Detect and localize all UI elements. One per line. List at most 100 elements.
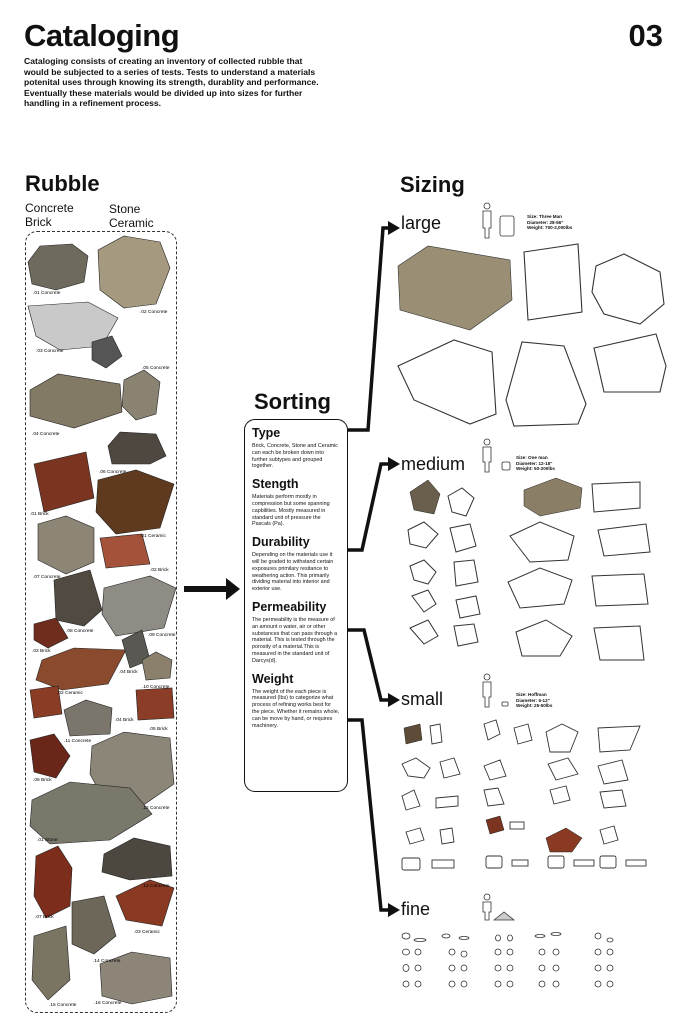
fine-particle <box>495 934 501 942</box>
fine-particle <box>460 980 468 988</box>
small-outline <box>401 757 431 779</box>
rubble-label: .01 Stone <box>37 837 58 843</box>
large-block-photo <box>397 245 513 331</box>
small-outline <box>483 759 507 781</box>
large-outline <box>593 333 667 393</box>
rock-06-concrete <box>107 431 167 465</box>
rock-01-stone <box>29 781 153 845</box>
rubble-label: .07 Brick <box>35 914 54 920</box>
small-outline <box>401 789 421 811</box>
rubble-label: .03 Concrete <box>36 348 64 354</box>
medium-outline <box>409 559 437 585</box>
rock-05-brick <box>135 687 175 721</box>
rock-07-brick <box>33 845 73 919</box>
sorting-to-fine-arrow <box>348 718 392 912</box>
fine-particle <box>494 964 502 972</box>
small-outline <box>401 857 421 871</box>
small-outline <box>483 719 501 741</box>
small-outline <box>439 757 461 779</box>
fine-particle <box>594 964 602 972</box>
rock-15-concrete <box>31 925 71 1001</box>
fine-particle <box>448 980 456 988</box>
sorting-strength-title: Stength <box>252 477 299 492</box>
fine-particle <box>606 937 614 943</box>
rubble-label: .11 Concrete <box>64 738 91 744</box>
medium-outline <box>591 573 649 607</box>
rubble-label: .01 Ceramic <box>140 533 166 539</box>
fine-particle <box>402 964 410 972</box>
rubble-label: .05 Brick <box>149 726 168 732</box>
fine-particle <box>538 980 546 988</box>
fine-particle <box>606 948 614 956</box>
size-label-small: small <box>401 689 444 709</box>
fine-particle <box>494 948 502 956</box>
sorting-to-large-arrow <box>348 226 392 432</box>
sorting-durability-text: Depending on the materials use it will b… <box>252 552 334 593</box>
rubble-label: .09 Concrete <box>148 632 176 638</box>
intro-paragraph: Cataloging consists of creating an inven… <box>24 56 319 109</box>
medium-scale-block-icon <box>501 461 511 471</box>
rock-03-brick <box>33 617 69 649</box>
rubble-label: .16 Concrete <box>94 1000 122 1006</box>
sorting-durability-title: Durability <box>252 535 310 550</box>
fine-particle <box>458 936 470 940</box>
small-outline <box>599 825 619 845</box>
human-scale-icon <box>482 438 492 473</box>
sorting-weight-title: Weight <box>252 671 294 686</box>
rock-14-concrete <box>71 895 117 955</box>
rubble-heading: Rubble <box>25 171 100 196</box>
fine-particle <box>413 938 427 942</box>
category-concrete: Concrete <box>25 201 74 215</box>
small-outline <box>435 795 459 809</box>
fine-particle <box>507 934 513 942</box>
rock-09-concrete <box>101 575 177 637</box>
arrowhead-fine <box>388 903 400 917</box>
small-outline <box>509 821 525 830</box>
fine-particle <box>594 980 602 988</box>
medium-outline <box>593 625 645 661</box>
small-outline <box>547 757 579 781</box>
small-outline <box>547 855 565 869</box>
medium-outline <box>453 559 479 587</box>
fine-particle <box>414 964 422 972</box>
rubble-inventory-panel <box>25 231 177 1013</box>
human-scale-icon <box>482 202 492 239</box>
rubble-label: .05 Concrete <box>142 365 170 371</box>
fine-particle <box>606 964 614 972</box>
arrowhead-large <box>388 221 400 235</box>
fine-particle <box>414 980 422 988</box>
sorting-type-text: Brick, Concrete, Stone and Ceramic can e… <box>252 443 338 470</box>
small-outline <box>549 785 571 805</box>
medium-outline <box>455 595 481 619</box>
fine-particle <box>460 964 468 972</box>
fine-particle <box>594 948 602 956</box>
sorting-type-title: Type <box>252 426 281 440</box>
fine-particle <box>538 964 546 972</box>
rubble-to-sorting-arrow <box>184 578 240 600</box>
rock-02-brick <box>99 533 151 569</box>
large-outline <box>505 341 587 427</box>
rubble-label: .08 Concrete <box>66 628 94 634</box>
rubble-label: .04 Concrete <box>32 431 60 437</box>
sorting-strength-text: Materials perform mostly in compression … <box>252 494 330 528</box>
rubble-label: .15 Concrete <box>49 1002 77 1008</box>
medium-outline <box>515 619 573 657</box>
medium-photo-rock <box>409 479 441 515</box>
fine-particle <box>552 948 560 956</box>
rubble-label: .03 Ceramic <box>134 929 160 935</box>
category-stone: Stone <box>109 202 141 216</box>
rock-10-concrete <box>141 651 173 681</box>
fine-particle <box>552 964 560 972</box>
small-scale-block-icon <box>501 701 509 707</box>
fine-particle <box>550 932 562 936</box>
small-outline <box>625 859 647 867</box>
medium-outline <box>447 487 475 517</box>
rubble-label: .12 Concrete <box>142 805 170 811</box>
rock-04b-brick <box>29 685 63 719</box>
fine-particle <box>441 933 451 939</box>
small-outline <box>599 855 617 869</box>
rock-02-ceramic <box>35 647 127 691</box>
